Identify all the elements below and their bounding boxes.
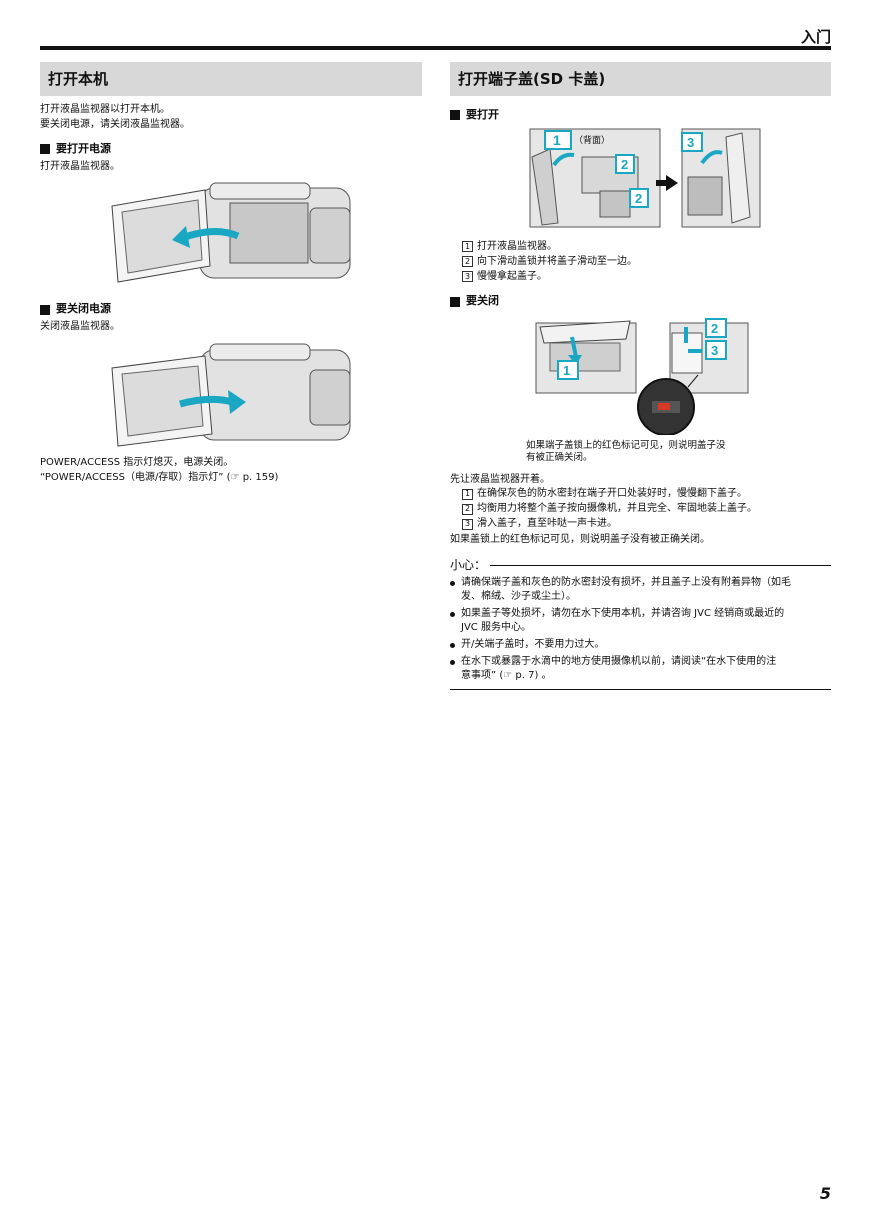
caution-item-text: 如果盖子等处损坏，请勿在水下使用本机，并请咨询 JVC 经销商或最近的 JVC … <box>461 607 784 635</box>
square-bullet-icon <box>40 304 50 315</box>
svg-text:2: 2 <box>711 321 718 336</box>
header-rule <box>40 46 831 50</box>
caution-title-text: 小心： <box>450 557 487 572</box>
open-step-3: 3 慢慢拿起盖子。 <box>462 269 831 284</box>
right-column: 打开端子盖(SD 卡盖) 要打开 1 （背面） 2 2 3 1 打开液晶监视器。… <box>450 62 831 690</box>
step-text: 滑入盖子，直至咔哒一声卡进。 <box>477 518 617 530</box>
close-pre-text: 先让液晶监视器开着。 <box>450 473 550 485</box>
step-number: 1 <box>462 488 473 500</box>
camera-open-illustration <box>111 182 351 283</box>
caution-item-2: 如果盖子等处损坏，请勿在水下使用本机，并请咨询 JVC 经销商或最近的 JVC … <box>450 607 831 635</box>
page-number: 5 <box>819 1184 831 1203</box>
bullet-dot-icon <box>450 659 455 665</box>
open-heading-text: 要打开 <box>466 108 499 121</box>
section-title-power: 打开本机 <box>40 62 422 96</box>
open-heading: 要打开 <box>450 108 831 123</box>
caution-item-2-line-1: 如果盖子等处损坏，请勿在水下使用本机，并请咨询 JVC 经销商或最近的 <box>461 607 785 619</box>
svg-text:1: 1 <box>563 363 570 378</box>
close-fig-caption-line-1: 如果端子盖锁上的红色标记可见，则说明盖子没 <box>526 439 726 451</box>
open-step-2: 2 向下滑动盖锁并将盖子滑动至一边。 <box>462 254 831 269</box>
caution-item-text: 请确保端子盖和灰色的防水密封没有损坏，并且盖子上没有附着异物（如毛 发、棉绒、沙… <box>461 576 791 604</box>
power-on-heading-text: 要打开电源 <box>56 142 111 155</box>
close-heading-text: 要关闭 <box>466 294 499 308</box>
step-text: 向下滑动盖锁并将盖子滑动至一边。 <box>477 256 637 268</box>
svg-text:2: 2 <box>635 191 642 206</box>
step-text: 在确保灰色的防水密封在端子开口处装好时，慢慢翻下盖子。 <box>477 488 747 500</box>
svg-text:1: 1 <box>553 132 561 148</box>
intro-line-1: 打开液晶监视器以打开本机。 <box>40 104 170 115</box>
intro-line-2: 要关闭电源，请关闭液晶监视器。 <box>40 119 190 130</box>
power-on-heading: 要打开电源 <box>40 142 422 157</box>
close-step-2: 2 均衡用力将整个盖子按向摄像机，并且完全、牢固地装上盖子。 <box>462 502 831 517</box>
bullet-dot-icon <box>450 580 455 586</box>
square-bullet-icon <box>450 110 460 121</box>
caution-item-3-line-1: 开/关端子盖时，不要用力过大。 <box>461 638 605 650</box>
caution-item-text: 开/关端子盖时，不要用力过大。 <box>461 638 604 652</box>
square-bullet-icon <box>40 144 50 155</box>
open-cover-illustration: 1 （背面） 2 2 3 <box>529 128 761 228</box>
svg-text:3: 3 <box>687 135 694 150</box>
power-on-text: 打开液晶监视器。 <box>40 160 120 172</box>
step-number: 3 <box>462 271 473 283</box>
close-step-3: 3 滑入盖子，直至咔哒一声卡进。 <box>462 517 831 532</box>
power-access-link[interactable]: “POWER/ACCESS（电源/存取）指示灯” (☞ p. 159) <box>40 471 279 483</box>
close-fig-caption: 如果端子盖锁上的红色标记可见，则说明盖子没 有被正确关闭。 <box>526 440 831 464</box>
caution-item-1-line-2: 发、棉绒、沙子或尘土）。 <box>461 590 576 602</box>
power-note-line-1: POWER/ACCESS 指示灯熄灭，电源关闭。 <box>40 456 234 468</box>
power-note: POWER/ACCESS 指示灯熄灭，电源关闭。 “POWER/ACCESS（电… <box>40 455 422 485</box>
step-number: 3 <box>462 518 473 530</box>
square-bullet-icon <box>450 296 460 307</box>
power-off-text: 关闭液晶监视器。 <box>40 321 120 333</box>
close-heading: 要关闭 <box>450 294 831 309</box>
rear-view-label: （背面） <box>574 134 610 146</box>
step-number: 2 <box>462 503 473 515</box>
section-title-cover: 打开端子盖(SD 卡盖) <box>450 62 831 96</box>
underwater-precautions-link[interactable]: 意事项” (☞ p. 7) 。 <box>461 669 552 681</box>
caution-end-rule <box>450 688 831 690</box>
step-text: 打开液晶监视器。 <box>477 241 557 253</box>
close-cover-illustration: 1 2 3 <box>535 318 749 437</box>
step-text: 均衡用力将整个盖子按向摄像机，并且完全、牢固地装上盖子。 <box>477 503 757 515</box>
camera-close-illustration <box>111 343 351 447</box>
close-step-1: 1 在确保灰色的防水密封在端子开口处装好时，慢慢翻下盖子。 <box>462 487 831 502</box>
caution-item-4-line-1: 在水下或暴露于水滴中的地方使用摄像机以前，请阅读“在水下使用的注 <box>461 655 777 667</box>
step-text: 慢慢拿起盖子。 <box>477 271 547 283</box>
caution-heading: 小心： <box>450 557 831 573</box>
caution-item-1: 请确保端子盖和灰色的防水密封没有损坏，并且盖子上没有附着异物（如毛 发、棉绒、沙… <box>450 576 831 604</box>
chapter-label: 入门 <box>800 28 831 46</box>
svg-text:3: 3 <box>711 343 718 358</box>
bullet-dot-icon <box>450 611 455 617</box>
svg-text:2: 2 <box>621 157 628 172</box>
close-post-text: 如果盖锁上的红色标记可见，则说明盖子没有被正确关闭。 <box>450 533 710 545</box>
bullet-dot-icon <box>450 642 455 648</box>
caution-item-3: 开/关端子盖时，不要用力过大。 <box>450 638 831 652</box>
close-fig-caption-line-2: 有被正确关闭。 <box>526 451 593 463</box>
power-off-heading: 要关闭电源 <box>40 302 422 317</box>
caution-item-1-line-1: 请确保端子盖和灰色的防水密封没有损坏，并且盖子上没有附着异物（如毛 <box>461 576 791 588</box>
left-column: 打开本机 打开液晶监视器以打开本机。 要关闭电源，请关闭液晶监视器。 要打开电源… <box>40 62 422 485</box>
open-steps: 1 打开液晶监视器。 2 向下滑动盖锁并将盖子滑动至一边。 3 慢慢拿起盖子。 <box>462 239 831 284</box>
step-number: 1 <box>462 241 473 253</box>
caution-item-2-line-2: JVC 服务中心。 <box>461 621 531 633</box>
power-off-heading-text: 要关闭电源 <box>56 302 111 316</box>
caution-item-text: 在水下或暴露于水滴中的地方使用摄像机以前，请阅读“在水下使用的注 意事项” (☞… <box>461 655 776 683</box>
intro-text: 打开液晶监视器以打开本机。 要关闭电源，请关闭液晶监视器。 <box>40 102 422 132</box>
caution-item-4: 在水下或暴露于水滴中的地方使用摄像机以前，请阅读“在水下使用的注 意事项” (☞… <box>450 655 831 683</box>
open-step-1: 1 打开液晶监视器。 <box>462 239 831 254</box>
caution-rule <box>490 565 831 567</box>
step-number: 2 <box>462 256 473 268</box>
close-steps: 1 在确保灰色的防水密封在端子开口处装好时，慢慢翻下盖子。 2 均衡用力将整个盖… <box>462 487 831 532</box>
